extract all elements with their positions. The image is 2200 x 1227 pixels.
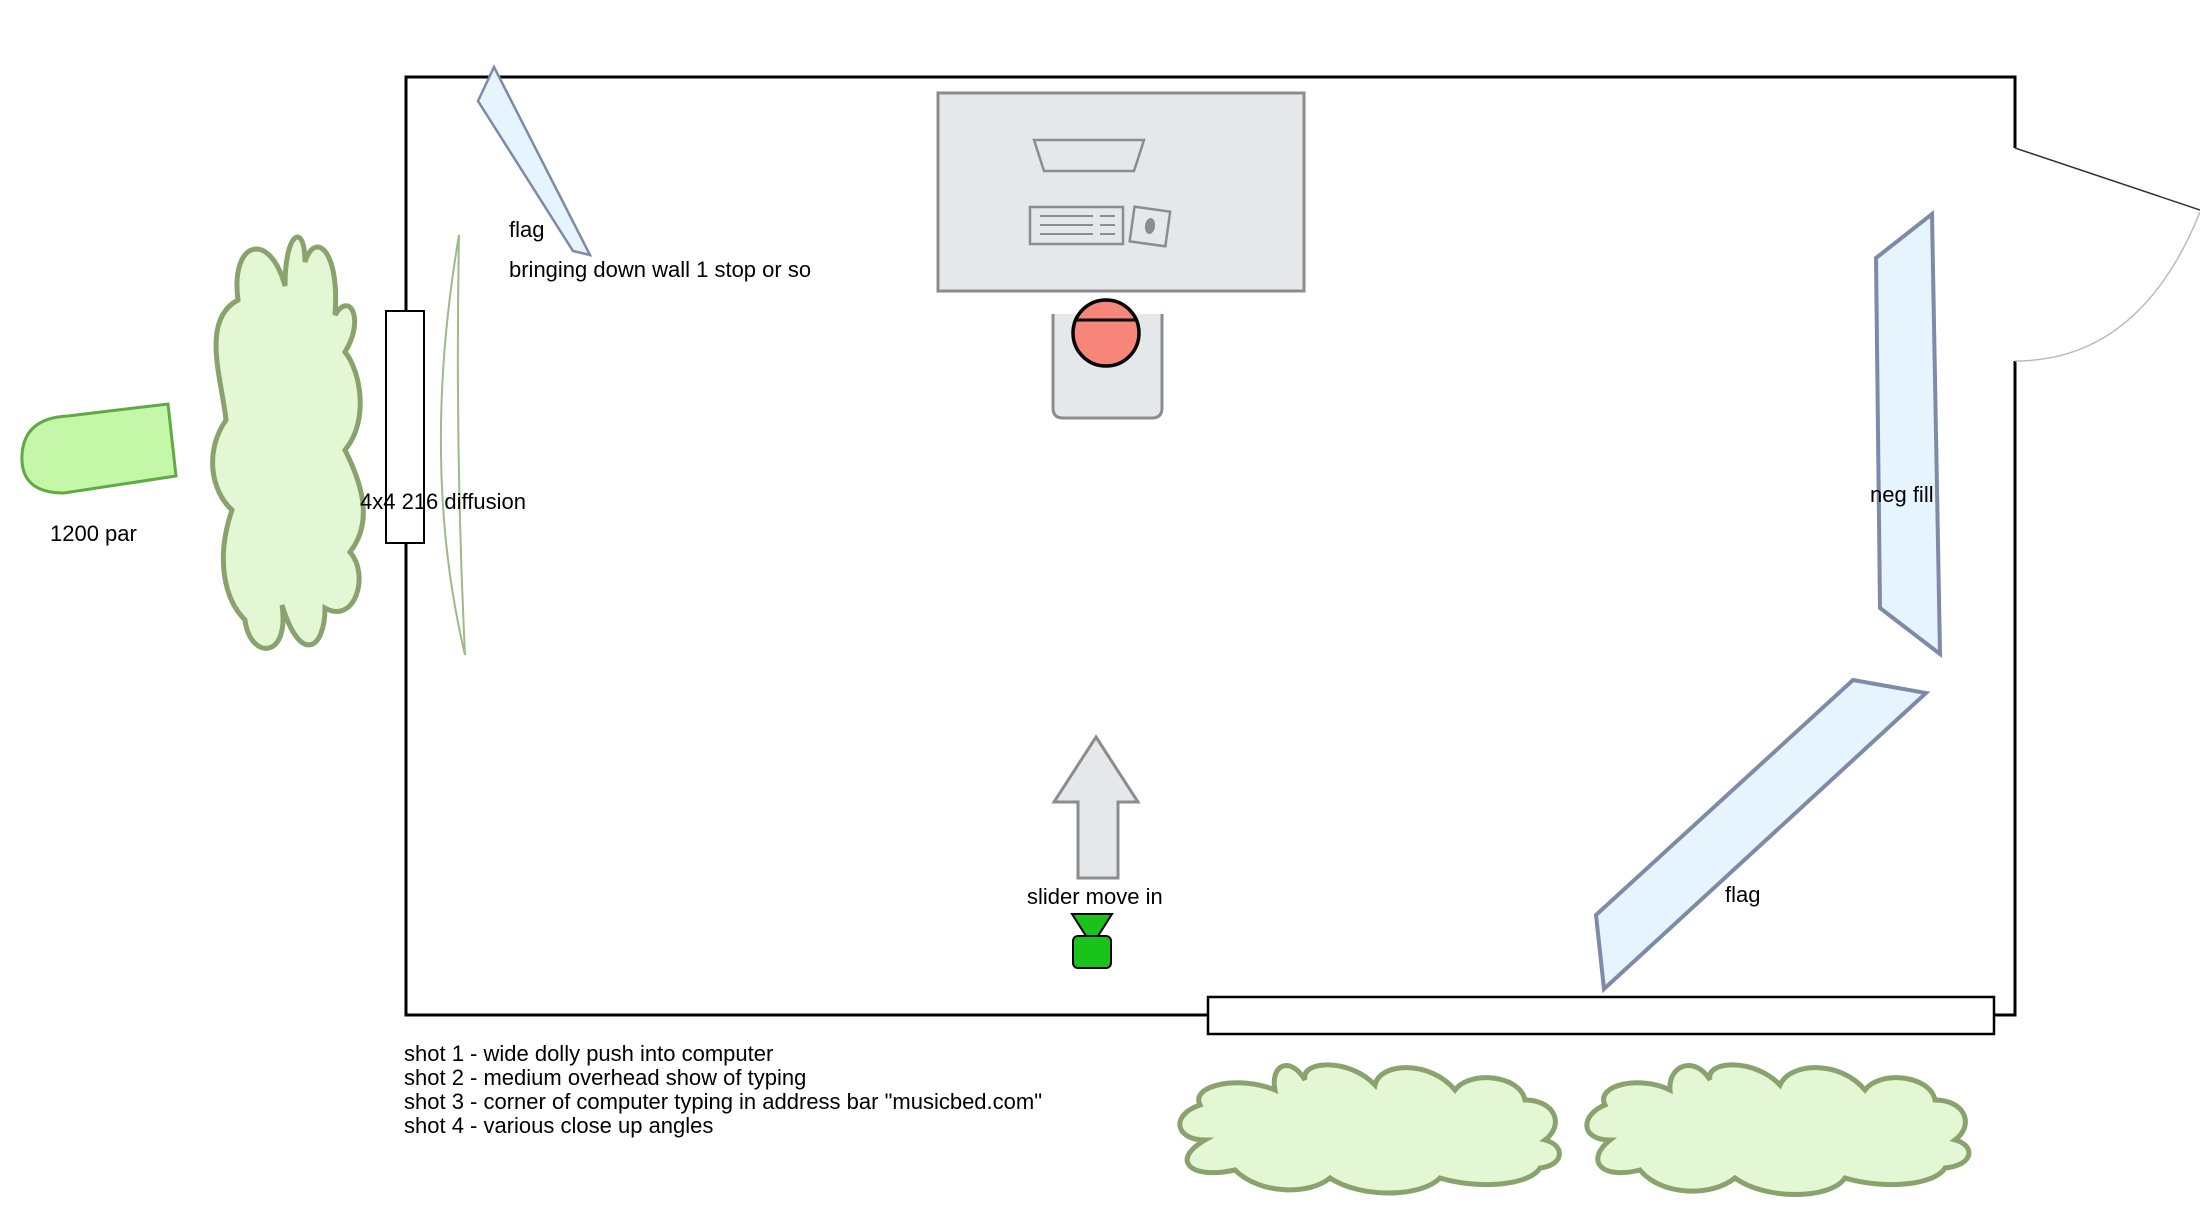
shot-item: shot 3 - corner of computer typing in ad… [404,1089,1042,1114]
keyboard-icon [1028,205,1125,246]
door [2013,147,2200,362]
neg-fill-label: neg fill [1870,482,1934,507]
bush-left [210,234,366,651]
flag-top [476,64,593,257]
window-strip [1206,995,1996,1036]
shot-item: shot 2 - medium overhead show of typing [404,1065,806,1090]
flag-bottom-label: flag [1725,882,1760,907]
monitor-icon [1032,138,1146,173]
shot-list: shot 1 - wide dolly push into computer s… [404,1041,1042,1138]
light-label: 1200 par [50,521,137,546]
flag-top-label: flag [509,217,544,242]
shot-item: shot 4 - various close up angles [404,1113,713,1138]
shot-item: shot 1 - wide dolly push into computer [404,1041,773,1066]
diffusion-frame [385,310,425,544]
light-icon [20,402,178,495]
slider-arrow-icon [1051,734,1141,880]
camera-icon [1070,913,1114,969]
bush-bottom-left [1177,1062,1562,1196]
diffusion-lens [439,234,466,656]
person-icon [1071,298,1141,368]
mouse-icon [1128,205,1172,248]
slider-label: slider move in [1027,884,1163,909]
flag-bottom [1593,677,1931,994]
desk [936,91,1306,293]
bush-bottom-right [1584,1062,1972,1197]
diffusion-label: 4x4 216 diffusion [360,489,526,514]
flag-top-note: bringing down wall 1 stop or so [509,257,811,282]
neg-fill [1873,209,1943,659]
